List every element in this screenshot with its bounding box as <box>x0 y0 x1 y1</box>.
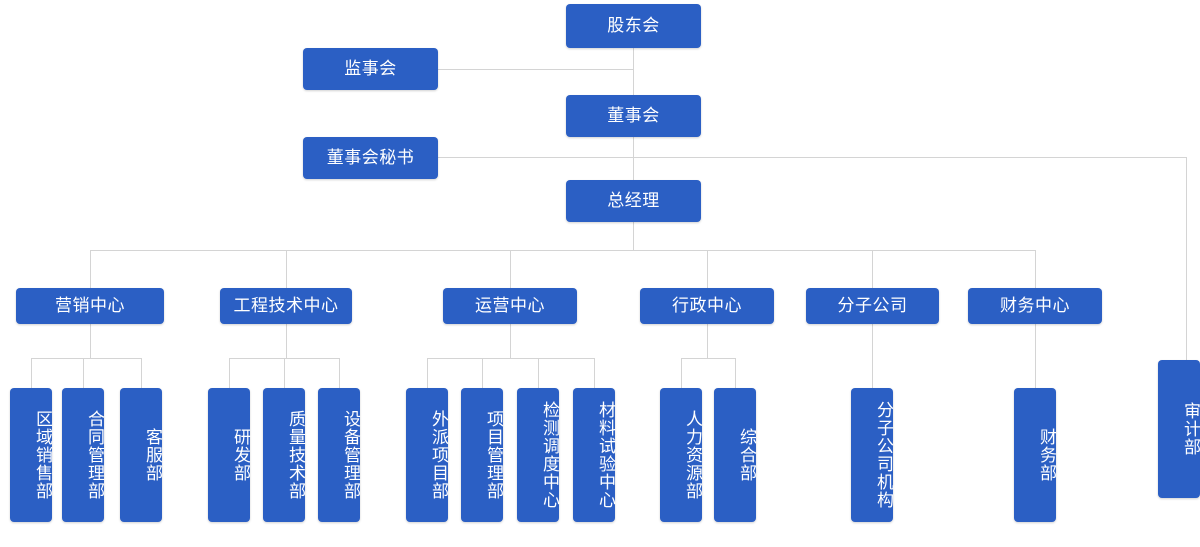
node-audit[interactable]: 审计部 <box>1158 360 1200 498</box>
connector-operations-bus <box>427 358 594 359</box>
node-equipment-management-label: 设备管理部 <box>341 410 360 500</box>
node-inspection-dispatch-label: 检测调度中心 <box>540 401 559 509</box>
connector-operations-to-inspection <box>538 358 539 388</box>
node-board-secretary-label: 董事会秘书 <box>326 148 415 168</box>
node-rnd[interactable]: 研发部 <box>208 388 250 522</box>
node-marketing-center[interactable]: 营销中心 <box>16 288 164 324</box>
node-material-testing-label: 材料试验中心 <box>596 401 615 509</box>
connector-bus-to-marketing <box>90 250 91 288</box>
node-regional-sales-label: 区域销售部 <box>33 410 52 500</box>
node-finance-dept-label: 财务部 <box>1037 428 1056 482</box>
node-marketing-center-label: 营销中心 <box>55 296 125 316</box>
connector-gm-to-bus <box>633 222 634 250</box>
node-board-secretary[interactable]: 董事会秘书 <box>303 137 438 179</box>
node-admin-center[interactable]: 行政中心 <box>640 288 774 324</box>
node-supervisors-label: 监事会 <box>344 59 397 79</box>
connector-marketing-to-contract <box>83 358 84 388</box>
connector-operations-stem <box>510 324 511 358</box>
node-quality-tech-label: 质量技术部 <box>286 410 305 500</box>
node-outsourced-project-label: 外派项目部 <box>429 410 448 500</box>
node-shareholders-label: 股东会 <box>607 16 660 36</box>
node-audit-label: 审计部 <box>1181 402 1200 456</box>
node-contract-management-label: 合同管理部 <box>85 410 104 500</box>
connector-marketing-bus <box>31 358 141 359</box>
node-customer-service-label: 客服部 <box>143 428 162 482</box>
node-engineering-center[interactable]: 工程技术中心 <box>220 288 352 324</box>
node-subsidiary-institutions-label: 分子公司机构 <box>874 401 893 509</box>
connector-engineering-to-equipment <box>339 358 340 388</box>
connector-operations-to-material <box>594 358 595 388</box>
node-project-management-label: 项目管理部 <box>484 410 503 500</box>
node-admin-center-label: 行政中心 <box>672 296 742 316</box>
node-human-resources[interactable]: 人力资源部 <box>660 388 702 522</box>
connector-bus-to-finance <box>1035 250 1036 288</box>
node-finance-center[interactable]: 财务中心 <box>968 288 1102 324</box>
connector-engineering-to-rnd <box>229 358 230 388</box>
node-material-testing[interactable]: 材料试验中心 <box>573 388 615 522</box>
node-operations-center-label: 运营中心 <box>475 296 545 316</box>
connector-admin-stem <box>707 324 708 358</box>
connector-finance-to-finance-dept <box>1035 324 1036 388</box>
node-outsourced-project[interactable]: 外派项目部 <box>406 388 448 522</box>
node-board[interactable]: 董事会 <box>566 95 701 137</box>
connector-bus-to-admin <box>707 250 708 288</box>
connector-engineering-to-quality <box>284 358 285 388</box>
connector-center-bus <box>90 250 1035 251</box>
node-quality-tech[interactable]: 质量技术部 <box>263 388 305 522</box>
connector-board-to-gm <box>633 137 634 180</box>
connector-bus-to-operations <box>510 250 511 288</box>
node-finance-dept[interactable]: 财务部 <box>1014 388 1056 522</box>
connector-bus-to-subsidiary <box>872 250 873 288</box>
node-subsidiary-company[interactable]: 分子公司 <box>806 288 939 324</box>
node-general-manager[interactable]: 总经理 <box>566 180 701 222</box>
connector-bus-to-engineering <box>286 250 287 288</box>
node-engineering-center-label: 工程技术中心 <box>233 296 339 316</box>
node-regional-sales[interactable]: 区域销售部 <box>10 388 52 522</box>
node-contract-management[interactable]: 合同管理部 <box>62 388 104 522</box>
connector-subsidiary-to-institutions <box>872 324 873 388</box>
connector-audit-vertical <box>1186 157 1187 360</box>
connector-admin-bus <box>681 358 735 359</box>
node-operations-center[interactable]: 运营中心 <box>443 288 577 324</box>
connector-operations-to-project <box>482 358 483 388</box>
connector-marketing-to-regional-sales <box>31 358 32 388</box>
node-board-label: 董事会 <box>607 106 660 126</box>
node-shareholders[interactable]: 股东会 <box>566 4 701 48</box>
node-human-resources-label: 人力资源部 <box>683 410 702 500</box>
connector-shareholders-to-board <box>633 48 634 96</box>
connector-marketing-to-customer-service <box>141 358 142 388</box>
node-supervisors[interactable]: 监事会 <box>303 48 438 90</box>
node-finance-center-label: 财务中心 <box>1000 296 1070 316</box>
node-project-management[interactable]: 项目管理部 <box>461 388 503 522</box>
node-customer-service[interactable]: 客服部 <box>120 388 162 522</box>
node-general-manager-label: 总经理 <box>607 191 660 211</box>
node-equipment-management[interactable]: 设备管理部 <box>318 388 360 522</box>
node-subsidiary-company-label: 分子公司 <box>837 296 908 316</box>
connector-engineering-stem <box>286 324 287 358</box>
connector-audit-horizontal <box>633 157 1186 158</box>
node-rnd-label: 研发部 <box>231 428 250 482</box>
node-general-affairs-label: 综合部 <box>737 428 756 482</box>
node-general-affairs[interactable]: 综合部 <box>714 388 756 522</box>
connector-supervisors-branch <box>438 69 634 70</box>
connector-admin-to-general-affairs <box>735 358 736 388</box>
connector-marketing-stem <box>90 324 91 358</box>
connector-operations-to-outsourced <box>427 358 428 388</box>
connector-admin-to-hr <box>681 358 682 388</box>
node-subsidiary-institutions[interactable]: 分子公司机构 <box>851 388 893 522</box>
connector-board-secretary-branch <box>438 157 634 158</box>
node-inspection-dispatch[interactable]: 检测调度中心 <box>517 388 559 522</box>
